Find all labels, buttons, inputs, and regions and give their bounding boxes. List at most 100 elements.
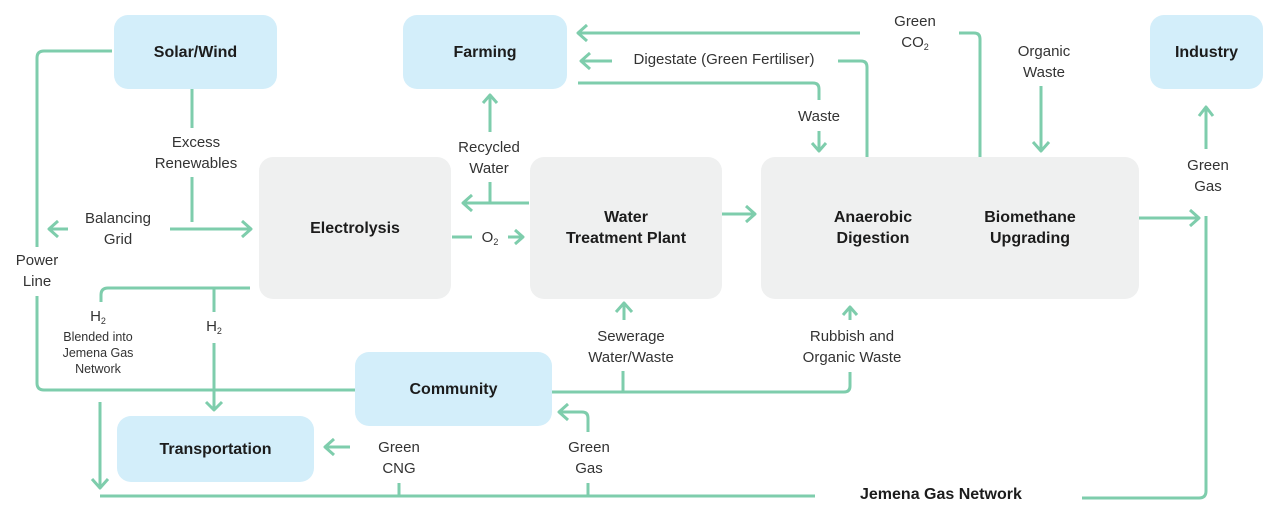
node-community-label: Community xyxy=(409,380,498,398)
node-electrolysis-label: Electrolysis xyxy=(310,219,400,237)
label-excess-renewables-1: Excess xyxy=(171,134,221,151)
node-farming[interactable]: Farming xyxy=(403,15,567,89)
node-water-treatment-label-2: Treatment Plant xyxy=(565,230,687,247)
label-balancing-grid-1: Balancing xyxy=(85,210,151,227)
label-green-co2-sub: 2 xyxy=(923,42,929,52)
node-transportation-label: Transportation xyxy=(159,440,272,458)
label-h2-blended-3: Network xyxy=(75,362,121,376)
label-h2-blended-sub: 2 xyxy=(100,316,106,326)
label-h2-transport-base: H xyxy=(206,318,217,335)
label-balancing-grid-2: Grid xyxy=(103,231,133,248)
label-green-gas-community-1: Green xyxy=(568,439,610,456)
label-green-co2-2: CO2 xyxy=(894,32,936,58)
farming-waste-flow xyxy=(578,81,821,100)
node-solar-wind[interactable]: Solar/Wind xyxy=(114,15,277,89)
blend-to-network-arrow xyxy=(90,402,110,490)
label-green-cng-2: CNG xyxy=(382,460,416,477)
label-power-line: Power Line xyxy=(16,250,59,292)
digestate-flow xyxy=(838,59,869,157)
node-community[interactable]: Community xyxy=(355,352,552,426)
node-anaerobic-label-1: Anaerobic xyxy=(833,209,913,226)
rubbish-arrow xyxy=(841,305,859,320)
green-co2-flow-right xyxy=(959,31,982,157)
label-rubbish: Rubbish and Organic Waste xyxy=(803,326,902,368)
green-co2-flow-left xyxy=(576,23,860,43)
recycled-water-arrow xyxy=(461,193,529,213)
label-sewerage-2: Water/Waste xyxy=(588,349,674,366)
node-biomethane-upgrading[interactable]: Biomethane Upgrading xyxy=(965,207,1095,249)
label-organic-waste-2: Waste xyxy=(1023,64,1065,81)
waste-arrow xyxy=(810,131,828,153)
o2-arrow xyxy=(508,228,525,246)
label-green-co2: Green CO2 xyxy=(894,11,936,58)
biomethane-output-arrow xyxy=(1139,208,1201,228)
label-balancing-grid: Balancing Grid xyxy=(85,208,151,250)
label-h2-blended: H2 Blended into Jemena Gas Network xyxy=(63,309,134,377)
label-h2-blended-1: Blended into xyxy=(63,330,133,344)
label-green-gas-industry-2: Gas xyxy=(1194,178,1222,195)
digestate-arrow xyxy=(579,51,612,71)
node-digestion-upgrading[interactable]: Anaerobic Digestion Biomethane Upgrading xyxy=(761,157,1139,299)
label-recycled-water-1: Recycled xyxy=(458,139,520,156)
label-h2-blended-symbol: H2 xyxy=(63,309,134,329)
label-recycled-water-2: Water xyxy=(469,160,509,177)
label-green-gas-community: Green Gas xyxy=(568,437,610,479)
label-excess-renewables: Excess Renewables xyxy=(155,132,238,174)
label-oxygen-base: O xyxy=(481,229,494,246)
organic-waste-arrow xyxy=(1031,86,1051,153)
node-industry-label: Industry xyxy=(1174,43,1239,61)
green-gas-community-arrow xyxy=(557,402,590,432)
label-green-cng-1: Green xyxy=(378,439,420,456)
node-jemena-gas-network[interactable]: Jemena Gas Network xyxy=(860,486,1022,503)
green-cng-arrow xyxy=(323,437,350,457)
label-rubbish-1: Rubbish and xyxy=(809,328,895,345)
green-gas-industry-arrow xyxy=(1197,105,1215,149)
node-transportation[interactable]: Transportation xyxy=(117,416,314,482)
label-sewerage: Sewerage Water/Waste xyxy=(588,326,674,368)
label-organic-waste: Organic Waste xyxy=(1018,41,1071,83)
node-electrolysis[interactable]: Electrolysis xyxy=(259,157,451,299)
label-green-gas-industry: Green Gas xyxy=(1187,155,1229,197)
power-line-flow-lower xyxy=(35,296,355,392)
balancing-grid-arrow xyxy=(47,219,68,239)
label-digestate: Digestate (Green Fertiliser) xyxy=(633,51,815,68)
node-biomethane-label-2: Upgrading xyxy=(990,230,1070,247)
community-right-line xyxy=(552,372,852,394)
h2-transport-flow-lower xyxy=(204,343,224,412)
node-anaerobic-digestion[interactable]: Anaerobic Digestion xyxy=(813,207,933,249)
node-farming-label: Farming xyxy=(453,43,517,61)
node-water-treatment-label-1: Water xyxy=(604,209,648,226)
h2-blended-flow xyxy=(99,286,250,302)
recycled-water-up-arrow xyxy=(481,93,499,132)
gas-network-line-right xyxy=(1082,216,1208,500)
label-excess-renewables-2: Renewables xyxy=(154,155,238,172)
label-green-gas-community-2: Gas xyxy=(575,460,603,477)
label-green-co2-base: CO xyxy=(901,34,924,51)
label-organic-waste-1: Organic xyxy=(1017,43,1071,60)
node-biomethane-label-1: Biomethane xyxy=(984,209,1076,226)
label-waste: Waste xyxy=(798,108,840,125)
wtp-to-ad-arrow xyxy=(722,204,757,224)
label-h2-blended-base: H xyxy=(90,308,101,325)
label-rubbish-2: Organic Waste xyxy=(802,349,902,366)
label-power-line-2: Line xyxy=(22,273,52,290)
node-anaerobic-label-2: Digestion xyxy=(836,230,910,247)
label-oxygen: O2 xyxy=(482,227,499,253)
power-line-flow xyxy=(35,49,112,247)
label-power-line-1: Power xyxy=(15,252,59,269)
label-h2-blended-2: Jemena Gas xyxy=(62,346,134,360)
node-solar-wind-label: Solar/Wind xyxy=(153,43,238,61)
label-green-gas-industry-1: Green xyxy=(1187,157,1229,174)
label-h2-transport-sub: 2 xyxy=(216,326,222,336)
to-electrolysis-arrow xyxy=(170,219,253,239)
label-green-co2-1: Green xyxy=(894,13,936,30)
label-oxygen-sub: 2 xyxy=(493,237,499,247)
label-sewerage-1: Sewerage xyxy=(597,328,665,345)
sewerage-arrow xyxy=(614,301,634,320)
label-recycled-water: Recycled Water xyxy=(458,137,520,179)
node-water-treatment-plant[interactable]: Water Treatment Plant xyxy=(530,157,722,299)
label-h2-transport: H2 xyxy=(206,316,222,342)
node-industry[interactable]: Industry xyxy=(1150,15,1263,89)
label-green-cng: Green CNG xyxy=(378,437,420,479)
